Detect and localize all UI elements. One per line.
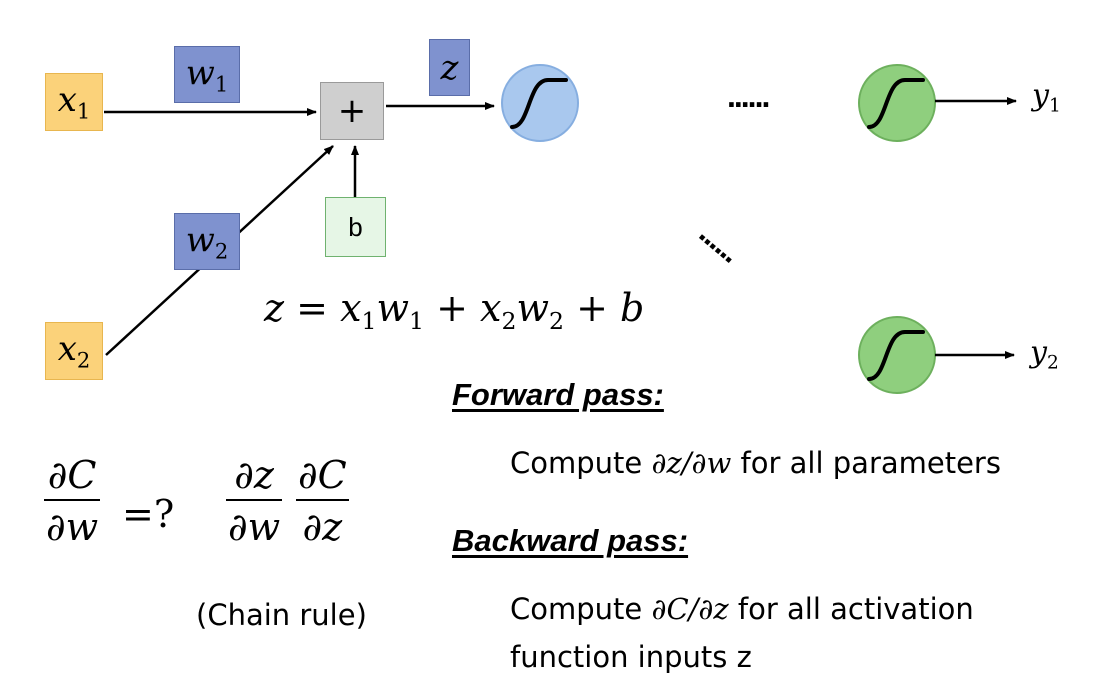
x1-label: x1 [57,80,91,124]
sum-node: + [320,82,384,140]
input-x1-box: x1 [45,73,103,131]
ellipsis-horizontal: ...... [727,78,770,114]
w2-label: w2 [185,219,229,264]
backward-pass-heading: Backward pass: [452,523,689,558]
backward-pass-description-line2: function inputs z [510,640,752,674]
forward-pass-description: Compute ∂z/∂w for all parameters [510,446,1001,480]
plus-sign: + [337,91,367,131]
neuron-green-sigmoid-top [858,64,936,142]
chain-rule-label: (Chain rule) [196,598,367,632]
output-y1: y1 [1032,78,1061,117]
dC-dw-fraction: ∂C ∂w [44,453,101,549]
equals-question: =? [122,492,175,536]
backward-pass-description: Compute ∂C/∂z for all activation [510,592,974,626]
x2-label: x2 [57,329,91,373]
dC-dz-fraction: ∂C ∂z [296,453,349,549]
forward-pass-heading: Forward pass: [452,377,664,412]
weight-w2-box: w2 [174,213,240,270]
w1-label: w1 [185,52,229,97]
neuron-blue-sigmoid [501,64,579,142]
input-x2-box: x2 [45,322,103,380]
b-label: b [348,211,363,242]
z-label: z [440,47,459,88]
output-y2: y2 [1030,335,1059,374]
weighted-sum-equation: z = x1w1 + x2w2 + b [264,286,645,336]
bias-b-box: b [325,197,386,257]
dz-dw-fraction: ∂z ∂w [226,453,283,549]
neuron-green-sigmoid-bottom [858,316,936,394]
weight-w1-box: w1 [174,46,240,103]
z-box: z [429,39,470,96]
